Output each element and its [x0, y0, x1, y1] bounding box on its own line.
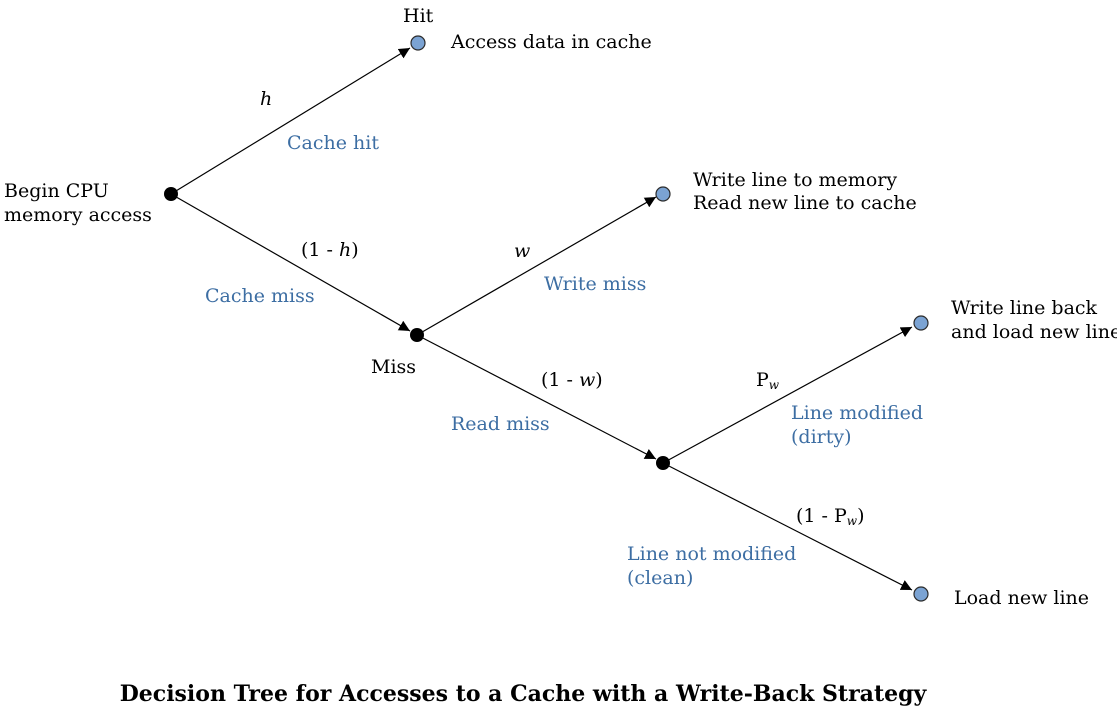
cache-miss-prob: (1 - h) — [301, 239, 359, 261]
root-label-line2: memory access — [4, 204, 152, 226]
read-miss-prob: (1 - w) — [541, 369, 603, 391]
miss-node — [410, 328, 424, 342]
read-miss-label: Read miss — [451, 413, 550, 435]
hit-action: Access data in cache — [450, 31, 652, 53]
hit-title: Hit — [403, 5, 434, 27]
line-modified-label-line2: (dirty) — [791, 426, 852, 448]
dirty-action-line2: and load new line — [951, 321, 1117, 343]
line-not-modified-prob: (1 - Pw) — [796, 505, 865, 528]
line-not-modified-label-line1: Line not modified — [627, 543, 796, 565]
write-miss-prob: w — [514, 240, 530, 262]
line-not-modified-label-line2: (clean) — [627, 567, 693, 589]
edge-write-miss — [416, 196, 657, 336]
edge-line-not-modified — [662, 462, 913, 591]
dirty-leaf-node — [913, 315, 929, 331]
root-label-line1: Begin CPU — [4, 180, 109, 202]
clean-action: Load new line — [954, 587, 1089, 609]
cache-hit-prob: h — [260, 88, 272, 110]
cache-hit-label: Cache hit — [287, 132, 379, 154]
root-node — [164, 187, 178, 201]
miss-label: Miss — [371, 356, 416, 378]
hit-leaf-node — [410, 35, 426, 51]
cache-miss-label: Cache miss — [205, 285, 315, 307]
edge-cache-hit — [170, 47, 411, 195]
write-miss-leaf-node — [655, 186, 671, 202]
edge-cache-miss — [170, 193, 411, 332]
write-miss-action-line2: Read new line to cache — [693, 192, 917, 214]
edge-read-miss — [416, 334, 657, 460]
edge-line-modified — [662, 326, 913, 464]
write-miss-label: Write miss — [544, 273, 646, 295]
read-miss-node — [656, 456, 670, 470]
line-modified-prob: Pw — [756, 369, 780, 392]
line-modified-label-line1: Line modified — [791, 402, 923, 424]
write-miss-action-line1: Write line to memory — [693, 169, 897, 191]
clean-leaf-node — [913, 586, 929, 602]
diagram-caption: Decision Tree for Accesses to a Cache wi… — [120, 681, 928, 707]
dirty-action-line1: Write line back — [951, 297, 1098, 319]
